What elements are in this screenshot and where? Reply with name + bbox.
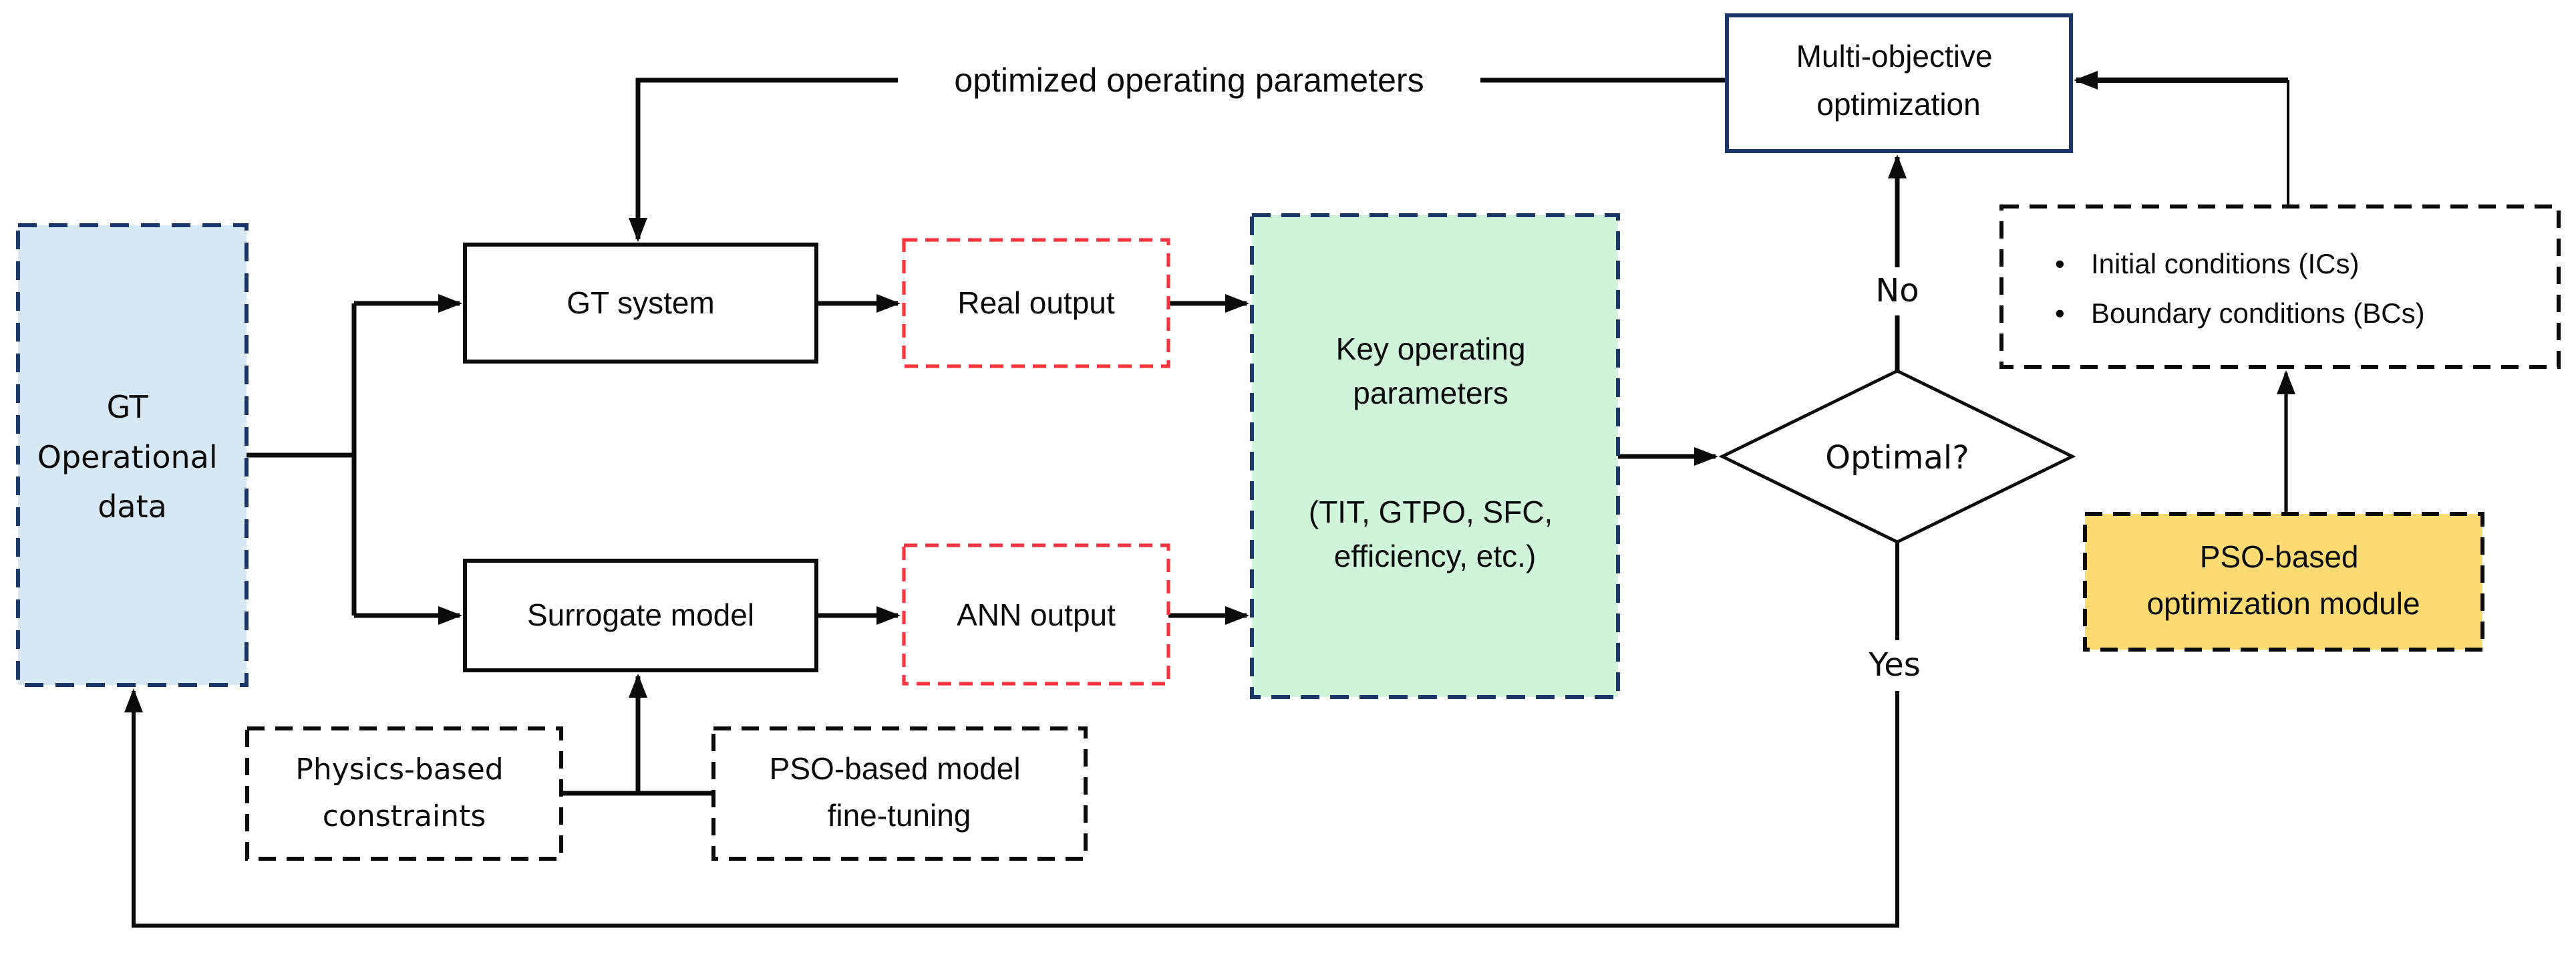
node-key-operating-parameters: Key operating parameters (TIT, GTPO, SFC…: [1250, 213, 1620, 699]
pso-finetune-line-2: fine-tuning: [828, 798, 971, 833]
yes-label: Yes: [1868, 646, 1920, 684]
physics-box: [245, 726, 563, 861]
surrogate-label: Surrogate model: [527, 597, 754, 632]
multi-objective-line-1: Multi-objective: [1796, 39, 1993, 74]
edge-optimal-yes-to-gtdata: [124, 542, 1899, 928]
node-gt-operational-data: GT Operational data: [16, 223, 249, 687]
gt-system-box: [463, 243, 818, 364]
node-optimal-decision: Optimal?: [1718, 369, 2076, 544]
gt-system-label: GT system: [567, 285, 715, 320]
optimized-label-bg: [898, 57, 1480, 103]
ann-output-label: ANN output: [957, 597, 1116, 632]
key-params-line-4: efficiency, etc.): [1334, 539, 1537, 573]
pso-finetune-box: [711, 726, 1088, 861]
node-pso-finetuning: PSO-based model fine-tuning: [711, 726, 1088, 861]
edge-labels-layer: optimized operating parameters No Yes: [898, 57, 1937, 691]
optimized-parameters-label: optimized operating parameters: [954, 61, 1424, 99]
gt-data-line-1: GT: [107, 389, 149, 425]
yes-label-bg: [1855, 640, 1937, 691]
no-label: No: [1875, 272, 1919, 309]
key-params-line-3: (TIT, GTPO, SFC,: [1309, 495, 1553, 529]
pso-module-line-1: PSO-based: [2200, 539, 2359, 574]
key-params-line-1: Key operating: [1336, 331, 1526, 366]
multi-objective-box: [1725, 13, 2073, 153]
ics-bcs-item-boundary: • Boundary conditions (BCs): [2055, 297, 2425, 329]
pso-module-label: PSO-based optimization module: [2146, 539, 2420, 621]
physics-line-2: constraints: [323, 799, 486, 833]
gt-data-line-2: Operational: [37, 439, 218, 475]
physics-label: Physics-based constraints: [295, 753, 512, 833]
pso-module-box: [2083, 512, 2484, 652]
bullet-icon: •: [2055, 248, 2065, 279]
bullet-icon: •: [2055, 297, 2065, 329]
node-surrogate-model: Surrogate model: [463, 559, 818, 672]
no-label-bg: [1865, 267, 1929, 315]
edges-layer: [124, 71, 2295, 928]
gt-data-box: [16, 223, 249, 687]
pso-module-line-2: optimization module: [2146, 586, 2420, 621]
ics-bcs-item-initial: • Initial conditions (ICs): [2055, 248, 2359, 279]
optimal-diamond: [1718, 369, 2076, 544]
node-ics-bcs: • Initial conditions (ICs) • Boundary co…: [1999, 205, 2561, 369]
real-output-label: Real output: [957, 285, 1114, 320]
multi-objective-line-2: optimization: [1816, 87, 1980, 122]
node-multi-objective-optimization: Multi-objective optimization: [1725, 13, 2073, 153]
optimal-label: Optimal?: [1825, 439, 1969, 476]
gt-data-label: GT Operational data: [37, 389, 228, 525]
key-params-box: [1250, 213, 1620, 699]
ics-bcs-item-1: Initial conditions (ICs): [2091, 248, 2359, 279]
ann-output-box: [902, 543, 1170, 686]
key-params-line-2: parameters: [1353, 376, 1508, 410]
ics-bcs-item-2: Boundary conditions (BCs): [2091, 297, 2425, 329]
gt-data-line-3: data: [98, 489, 167, 525]
pso-finetune-line-1: PSO-based model: [770, 751, 1021, 786]
surrogate-box: [463, 559, 818, 672]
node-real-output: Real output: [902, 238, 1170, 368]
key-params-label: Key operating parameters (TIT, GTPO, SFC…: [1309, 331, 1561, 573]
real-output-box: [902, 238, 1170, 368]
node-pso-optimization-module: PSO-based optimization module: [2083, 512, 2484, 652]
node-gt-system: GT system: [463, 243, 818, 364]
physics-line-1: Physics-based: [295, 753, 503, 787]
ics-bcs-box: [1999, 205, 2561, 369]
node-ann-output: ANN output: [902, 543, 1170, 686]
pso-finetune-label: PSO-based model fine-tuning: [770, 751, 1029, 833]
multi-objective-label: Multi-objective optimization: [1796, 39, 2001, 122]
node-physics-constraints: Physics-based constraints: [245, 726, 563, 861]
